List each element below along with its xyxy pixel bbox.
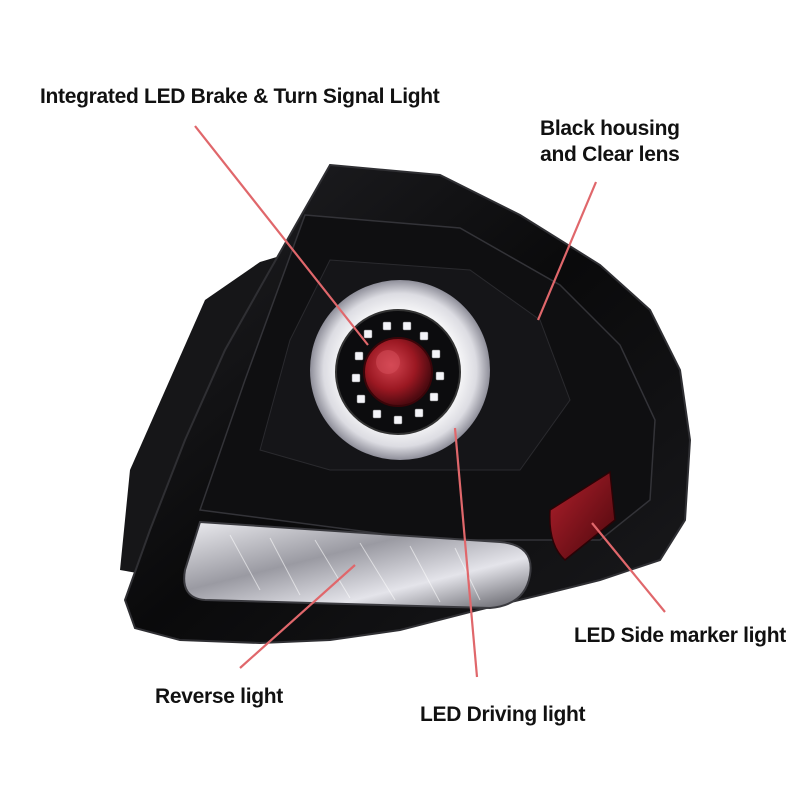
callout-led-driving-light: LED Driving light [420, 703, 586, 726]
callout-housing-line1: Black housing [540, 117, 680, 140]
lens-facets [229, 534, 481, 603]
led-dots [351, 321, 445, 425]
callout-housing-lens: Black housing and Clear lens [540, 116, 680, 168]
callout-side-marker-light: LED Side marker light [574, 624, 786, 647]
leader-lines [194, 125, 666, 678]
red-reflector [363, 337, 433, 407]
side-marker-lens [549, 470, 616, 561]
reflector-highlight [376, 350, 400, 374]
callout-brake-turn-signal: Integrated LED Brake & Turn Signal Light [40, 85, 440, 108]
reverse-light-lens [183, 520, 532, 610]
callout-housing-line2: and Clear lens [540, 143, 680, 166]
callout-reverse-light: Reverse light [155, 685, 283, 708]
